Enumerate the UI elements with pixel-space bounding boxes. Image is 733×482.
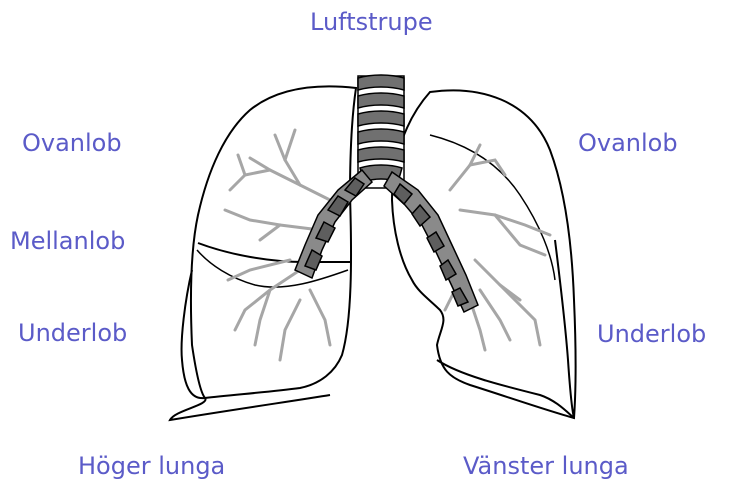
right-lung-outline [191,86,356,398]
label-right-lung: Höger lunga [78,454,225,478]
right-oblique-fissure [197,250,348,287]
label-right-lower-lobe: Underlob [18,321,127,345]
left-bronchi [445,145,550,350]
left-lung-side-edge [555,240,574,418]
left-lung-bottom [437,360,574,418]
label-left-lung: Vänster lunga [463,454,629,478]
label-right-upper-lobe: Ovanlob [22,131,122,155]
right-lung-lower-edge [170,395,330,420]
label-left-upper-lobe: Ovanlob [578,131,678,155]
trachea [358,75,404,188]
label-left-lower-lobe: Underlob [597,322,706,346]
left-lung-outline [392,90,576,418]
label-trachea: Luftstrupe [310,10,433,34]
right-horizontal-fissure [198,243,350,262]
label-right-middle-lobe: Mellanlob [10,229,125,253]
right-lower-lobe-side [182,270,205,398]
